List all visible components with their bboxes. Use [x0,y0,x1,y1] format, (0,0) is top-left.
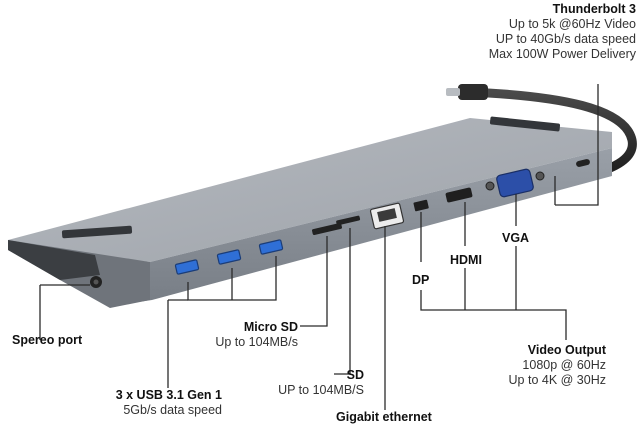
vga-title: VGA [502,231,530,245]
video-output-callout: Video Output 1080p @ 60Hz Up to 4K @ 30H… [490,343,606,388]
thunderbolt-line-1: Up to 5k @60Hz Video [508,17,636,31]
usb-sub: 5Gb/s data speed [123,403,222,417]
video-output-line-1: 1080p @ 60Hz [522,358,606,372]
thunderbolt-line-2: UP to 40Gb/s data speed [495,32,636,46]
usb-ports [174,239,284,275]
sd-callout: SD UP to 104MB/S [240,368,364,398]
usb-callout: 3 x USB 3.1 Gen 1 5Gb/s data speed [100,388,222,418]
thunderbolt-callout: Thunderbolt 3 Up to 5k @60Hz Video UP to… [440,2,636,62]
hdmi-port [445,187,473,203]
hdmi-title: HDMI [450,253,482,267]
callout-lines [39,84,599,410]
stereo-title: Spereo port [12,333,83,347]
thunderbolt-line-3: Max 100W Power Delivery [488,47,636,61]
hdmi-callout: HDMI [450,253,482,268]
card-slots [312,215,361,235]
ethernet-callout: Gigabit ethernet [336,410,432,425]
video-output-title: Video Output [527,343,606,357]
stereo-callout: Spereo port [12,333,82,348]
vga-callout: VGA [502,231,529,246]
displayport-port [413,199,429,212]
hub-body [8,116,612,308]
video-output-line-2: Up to 4K @ 30Hz [508,373,606,387]
microsd-sub: Up to 104MB/s [215,335,298,349]
usb-title: 3 x USB 3.1 Gen 1 [115,388,222,402]
thunderbolt-title: Thunderbolt 3 [552,2,636,16]
sd-sub: UP to 104MB/S [278,383,364,397]
ethernet-port [369,202,405,230]
sd-title: SD [346,368,364,382]
microsd-title: Micro SD [243,320,298,334]
ethernet-title: Gigabit ethernet [336,410,432,424]
dp-callout: DP [412,273,429,288]
dp-title: DP [412,273,430,287]
microsd-callout: Micro SD Up to 104MB/s [200,320,298,350]
usb-c-port [576,159,590,167]
vga-port [485,168,545,198]
